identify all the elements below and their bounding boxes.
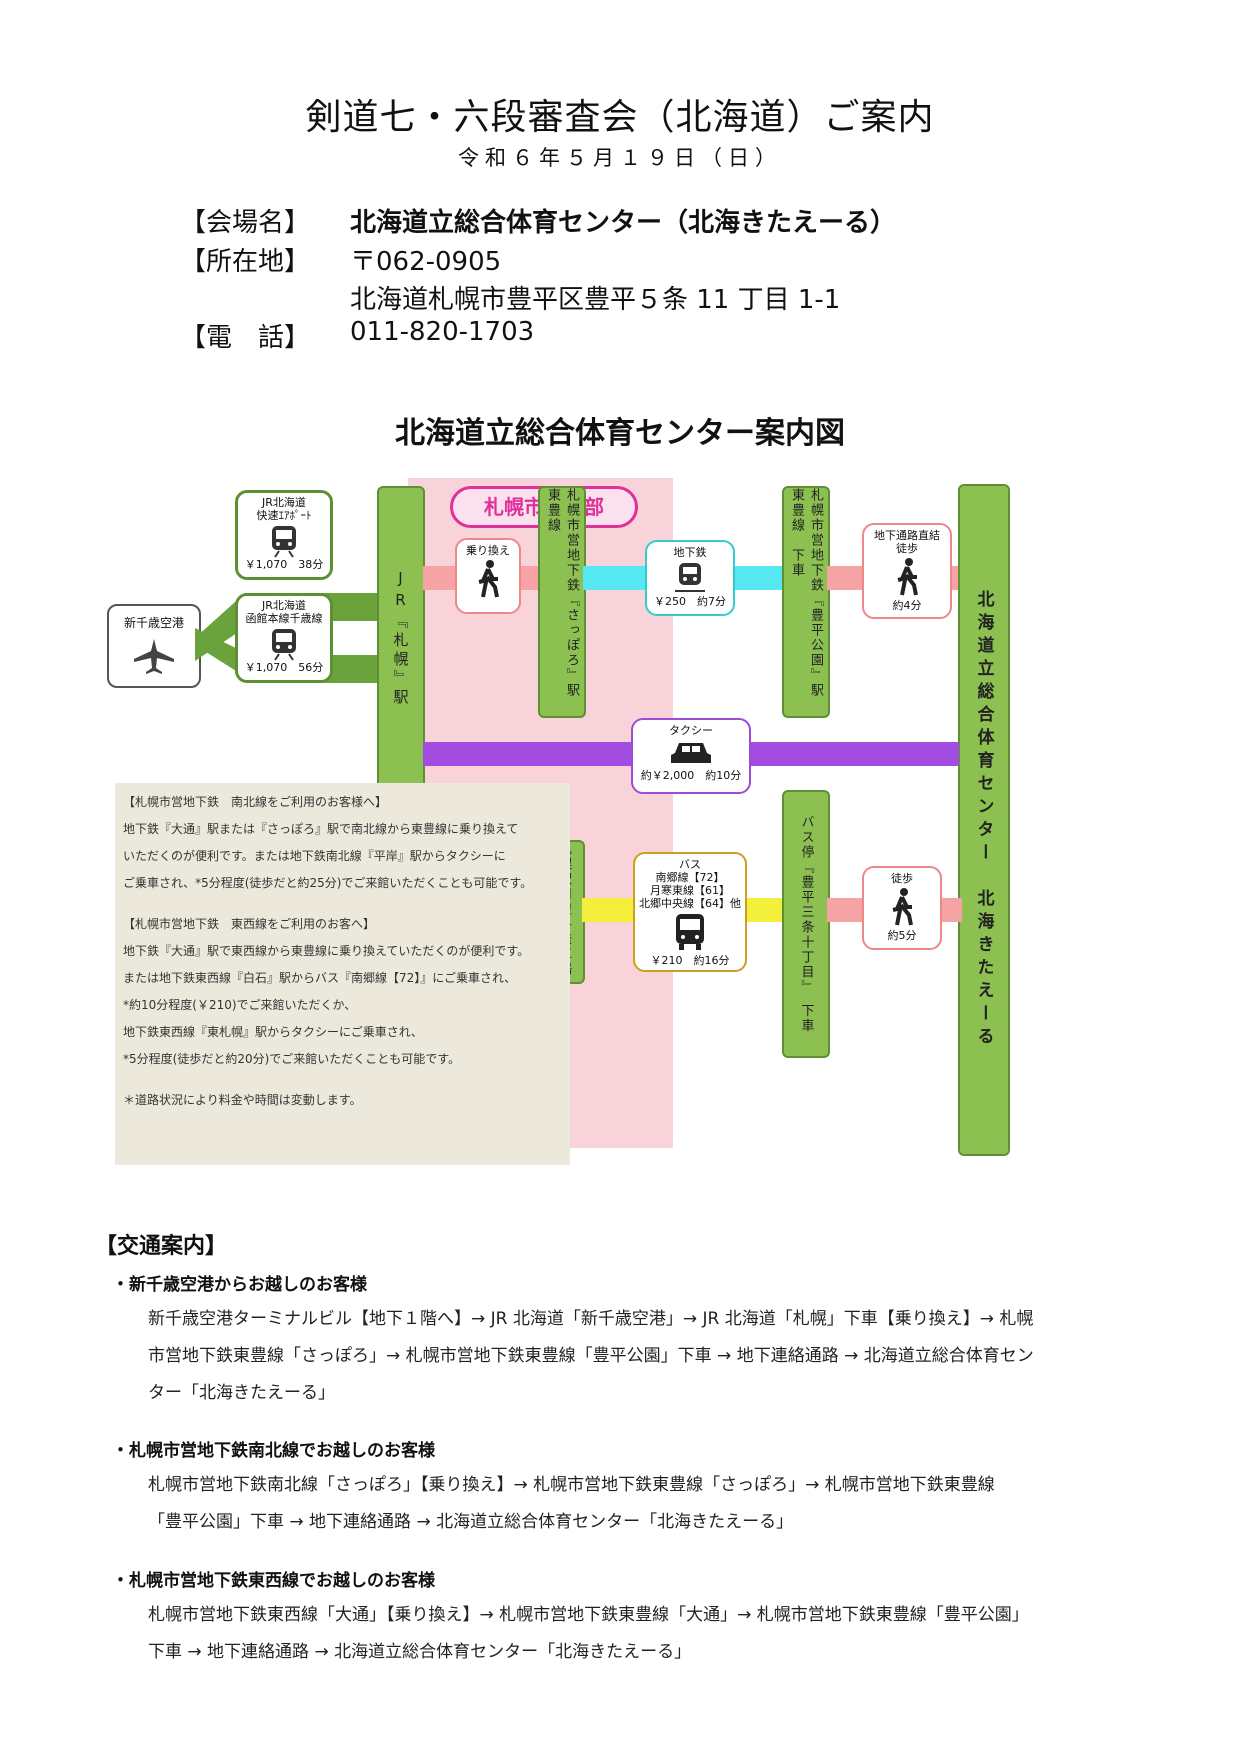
- route-line: ター「北海きたえーる」: [148, 1383, 335, 1403]
- note-line: ご乗車され、*5分程度(徒歩だと約25分)でご来館いただくことも可能です。: [123, 876, 533, 890]
- route-body: 札幌市営地下鉄東西線「大通」【乗り換え】→ 札幌市営地下鉄東豊線「大通」→ 札幌…: [148, 1597, 1158, 1671]
- note-line: 地下鉄東西線『東札幌』駅からタクシーにご乗車され、: [123, 1025, 423, 1039]
- walk-direct-time: 約4分: [892, 599, 922, 612]
- walk-direct-label: 地下通路直結 徒歩: [874, 529, 940, 555]
- bus-box: バス 南郷線【72】 月寒東線【61】 北郷中央線【64】他 ￥210 約16分: [633, 852, 747, 972]
- bus-stop: バス停『豊平三条十丁目』 下車: [782, 790, 830, 1058]
- document-title: 剣道七・六段審査会（北海道）ご案内: [305, 97, 935, 138]
- note-line: *5分程度(徒歩だと約20分)でご来館いただくことも可能です。: [123, 1052, 461, 1066]
- subway-label: 地下鉄: [673, 546, 707, 559]
- route-line: 新千歳空港ターミナルビル【地下１階へ】→ JR 北海道「新千歳空港」→ JR 北…: [148, 1309, 1034, 1329]
- subway-sapporo-station: 札幌市営地下鉄『さっぽろ』駅 東豊線: [538, 486, 586, 718]
- airplane-icon: [134, 639, 174, 674]
- route-tozai: ・札幌市営地下鉄東西線でお越しのお客様 札幌市営地下鉄東西線「大通」【乗り換え】…: [112, 1566, 1158, 1671]
- route-namboku: ・札幌市営地下鉄南北線でお越しのお客様 札幌市営地下鉄南北線「さっぽろ」【乗り換…: [112, 1436, 1158, 1541]
- route-title: ・札幌市営地下鉄東西線でお越しのお客様: [112, 1571, 435, 1591]
- walking-person-icon: [897, 558, 918, 596]
- notes-list: 【札幌市営地下鉄 南北線をご利用のお客様へ】地下鉄『大通』駅または『さっぽろ』駅…: [123, 789, 562, 1114]
- train-hub-airport-rapid: JR北海道 快速ｴｱﾎﾟｰﾄ ￥1,070 38分: [235, 490, 333, 580]
- train2-line-label: JR北海道 函館本線千歳線: [245, 599, 323, 625]
- phone-number: 011-820-1703: [350, 317, 535, 347]
- taxi-fare: 約￥2,000 約10分: [640, 769, 742, 782]
- route-line: 下車 → 地下連絡通路 → 北海道立総合体育センター「北海きたえーる」: [148, 1642, 692, 1662]
- event-date: 令和６年５月１９日（日）: [458, 146, 782, 170]
- airport-box: 新千歳空港: [107, 604, 201, 688]
- taxi-box: タクシー 約￥2,000 約10分: [631, 718, 751, 794]
- route-body: 新千歳空港ターミナルビル【地下１階へ】→ JR 北海道「新千歳空港」→ JR 北…: [148, 1301, 1158, 1412]
- address-text: 北海道札幌市豊平区豊平５条 11 丁目 1-1: [350, 285, 841, 315]
- note-line: 【札幌市営地下鉄 南北線をご利用のお客様へ】: [123, 795, 388, 809]
- note-line: 地下鉄『大通』駅で東西線から東豊線に乗り換えていただくのが便利です。: [123, 944, 530, 958]
- jr-sapporo-station: JR『札幌』駅: [377, 486, 425, 790]
- bus-label: バス 南郷線【72】 月寒東線【61】 北郷中央線【64】他: [639, 858, 741, 910]
- route-title: ・札幌市営地下鉄南北線でお越しのお客様: [112, 1441, 435, 1461]
- subway-fare: ￥250 約7分: [654, 595, 726, 608]
- note-line: または地下鉄東西線『白石』駅からバス『南郷線【72】』にご乗車され、: [123, 971, 517, 985]
- train1-line-label: JR北海道 快速ｴｱﾎﾟｰﾄ: [256, 496, 312, 522]
- underground-walk-box: 地下通路直結 徒歩 約4分: [862, 523, 952, 619]
- note-line: 地下鉄『大通』駅または『さっぽろ』駅で南北線から東豊線に乗り換えて: [123, 822, 519, 836]
- route-line: 市営地下鉄東豊線「さっぽろ」→ 札幌市営地下鉄東豊線「豊平公園」下車 → 地下連…: [148, 1346, 1034, 1366]
- train1-fare: ￥1,070 38分: [244, 558, 324, 571]
- note-line: [123, 1073, 562, 1087]
- venue-label: 【会場名】: [180, 208, 311, 238]
- walk-box: 徒歩 約5分: [862, 866, 942, 950]
- access-map: 札幌市中心部 新千歳空港 JR北海道 快速ｴｱﾎﾟｰﾄ ￥1,070 38分 J…: [105, 478, 1135, 1178]
- walk-label: 徒歩: [891, 872, 913, 885]
- subway-train-icon: [675, 563, 705, 592]
- toyohira-koen-station: 札幌市営地下鉄『豊平公園』駅 東豊線 下車: [782, 486, 830, 718]
- train-icon: [272, 629, 296, 661]
- airport-label: 新千歳空港: [123, 616, 184, 630]
- transfer-box: 乗り換え: [455, 538, 521, 614]
- train-hub-chitose-line: JR北海道 函館本線千歳線 ￥1,070 56分: [235, 593, 333, 683]
- route-airport: ・新千歳空港からお越しのお客様 新千歳空港ターミナルビル【地下１階へ】→ JR …: [112, 1270, 1158, 1412]
- route-body: 札幌市営地下鉄南北線「さっぽろ」【乗り換え】→ 札幌市営地下鉄東豊線「さっぽろ」…: [148, 1467, 1158, 1541]
- taxi-label: タクシー: [669, 724, 713, 737]
- train-icon: [272, 526, 296, 558]
- note-line: いただくのが便利です。または地下鉄南北線『平岸』駅からタクシーに: [123, 849, 506, 863]
- transfer-label: 乗り換え: [466, 544, 510, 557]
- note-line: *約10分程度(￥210)でご来館いただくか、: [123, 998, 357, 1012]
- traffic-heading: 【交通案内】: [95, 1234, 228, 1259]
- note-line: 【札幌市営地下鉄 東西線をご利用のお客へ】: [123, 917, 376, 931]
- car-icon: [671, 743, 711, 763]
- note-line: [123, 897, 562, 911]
- bus-fare: ￥210 約16分: [650, 954, 730, 967]
- address-label: 【所在地】: [180, 247, 311, 277]
- bus-icon: [676, 914, 704, 950]
- venue-name: 北海道立総合体育センター（北海きたえーる）: [350, 208, 897, 238]
- train2-fare: ￥1,070 56分: [244, 661, 324, 674]
- subway-box: 地下鉄 ￥250 約7分: [645, 540, 735, 616]
- venue-column: 北海道立総合体育センター 北海きたえーる: [958, 484, 1010, 1156]
- route-line: 札幌市営地下鉄東西線「大通」【乗り換え】→ 札幌市営地下鉄東豊線「大通」→ 札幌…: [148, 1605, 1029, 1625]
- walking-person-icon: [892, 888, 913, 926]
- walking-person-icon: [478, 560, 499, 598]
- route-title: ・新千歳空港からお越しのお客様: [112, 1275, 367, 1295]
- phone-label: 【電 話】: [180, 323, 311, 353]
- postal-code: 〒062-0905: [350, 247, 502, 277]
- route-line: 札幌市営地下鉄南北線「さっぽろ」【乗り換え】→ 札幌市営地下鉄東豊線「さっぽろ」…: [148, 1475, 995, 1495]
- walk-time: 約5分: [887, 929, 917, 942]
- map-title: 北海道立総合体育センター案内図: [395, 416, 845, 451]
- route-line: 「豊平公園」下車 → 地下連絡通路 → 北海道立総合体育センター「北海きたえーる…: [148, 1512, 794, 1532]
- transit-notes: 【札幌市営地下鉄 南北線をご利用のお客様へ】地下鉄『大通』駅または『さっぽろ』駅…: [115, 783, 570, 1165]
- note-line: ＊道路状況により料金や時間は変動します。: [123, 1093, 362, 1107]
